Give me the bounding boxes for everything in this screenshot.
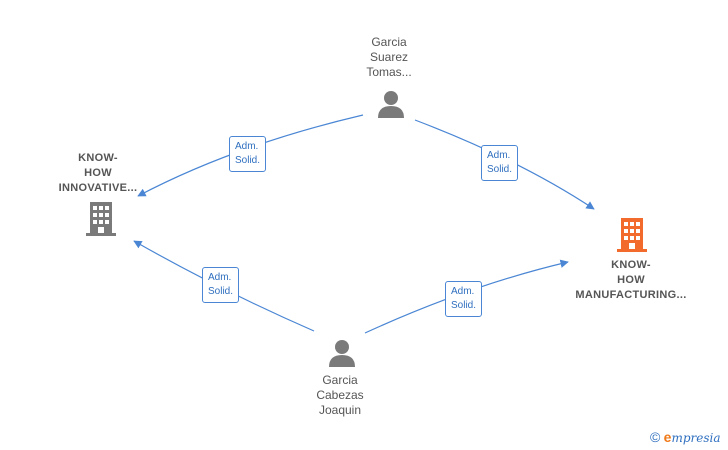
- person-bottom-name-line: Cabezas: [316, 388, 364, 402]
- person-bottom-name[interactable]: Garcia Cabezas Joaquin: [300, 373, 380, 418]
- copyright-icon: ©: [650, 429, 661, 445]
- company-right-name[interactable]: KNOW- HOW MANUFACTURING...: [561, 258, 701, 303]
- person-top-name-line: Suarez: [369, 50, 409, 64]
- company-left-name-line: KNOW-: [78, 152, 118, 164]
- company-left-name-line: HOW: [84, 167, 112, 179]
- company-right-name-line: KNOW-: [611, 259, 651, 271]
- company-right-name-line: MANUFACTURING...: [575, 289, 687, 301]
- person-top-name-line: Garcia: [371, 35, 407, 49]
- edge-label-line: Adm.: [208, 272, 232, 283]
- person-bottom-name-line: Garcia: [322, 373, 358, 387]
- edge-label-line: Adm.: [487, 150, 511, 161]
- company-left-name-line: INNOVATIVE...: [58, 182, 138, 194]
- edge-label-line: Solid.: [487, 164, 513, 175]
- building-icon-highlighted[interactable]: [617, 218, 647, 252]
- edge-label-line: Adm.: [451, 286, 475, 297]
- copyright-watermark: © empresia: [650, 429, 721, 445]
- brand-logo-text: mpresia: [671, 431, 721, 445]
- edge-label-bottom-to-left[interactable]: Adm. Solid.: [202, 267, 240, 303]
- edge-label-top-to-left[interactable]: Adm. Solid.: [229, 136, 267, 172]
- company-right-name-line: HOW: [617, 274, 645, 286]
- company-left-name[interactable]: KNOW- HOW INNOVATIVE...: [48, 151, 148, 196]
- person-top-name[interactable]: Garcia Suarez Tomas...: [349, 35, 429, 80]
- edge-label-top-to-right[interactable]: Adm. Solid.: [481, 145, 519, 181]
- person-top-name-line: Tomas...: [366, 65, 412, 79]
- person-icon[interactable]: [327, 338, 357, 368]
- person-bottom-name-line: Joaquin: [318, 403, 362, 417]
- edge-label-line: Solid.: [208, 286, 234, 297]
- edge-label-bottom-to-right[interactable]: Adm. Solid.: [445, 281, 483, 317]
- edge-label-line: Solid.: [235, 155, 261, 166]
- person-icon[interactable]: [376, 89, 406, 119]
- edge-label-line: Solid.: [451, 300, 477, 311]
- brand-logo-initial: e: [663, 429, 672, 445]
- building-icon[interactable]: [86, 202, 116, 236]
- edge-label-line: Adm.: [235, 141, 259, 152]
